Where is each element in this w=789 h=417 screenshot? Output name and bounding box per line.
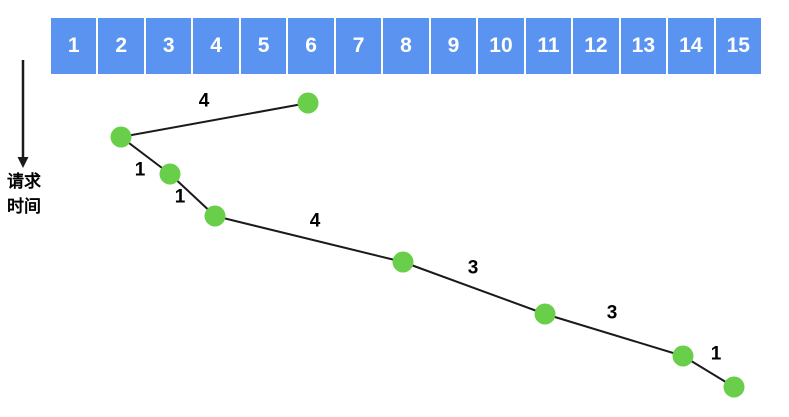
track-cell-6: 6 (288, 18, 334, 74)
track-cell-14: 14 (668, 18, 714, 74)
track-cell-4: 4 (193, 18, 239, 74)
seek-distance-label-1: 1 (135, 160, 146, 181)
request-dot-track-8 (392, 251, 414, 273)
request-dot-track-11 (534, 303, 556, 325)
track-cell-13: 13 (620, 18, 667, 74)
seek-distance-label-4: 3 (468, 258, 479, 279)
seek-line-4-to-8 (214, 215, 404, 263)
track-cell-12: 12 (573, 18, 619, 74)
track-cell-9: 9 (430, 18, 477, 74)
seek-distance-label-6: 1 (711, 344, 722, 365)
track-cell-1: 1 (51, 18, 97, 74)
track-cell-5: 5 (240, 18, 287, 74)
request-dot-track-6 (297, 92, 319, 114)
seek-line-8-to-11 (402, 261, 546, 315)
seek-distance-label-5: 3 (607, 303, 618, 324)
seek-distance-label-2: 1 (175, 187, 186, 208)
seek-distance-label-3: 4 (310, 211, 321, 232)
request-dot-track-2 (110, 126, 132, 148)
request-dot-track-14 (672, 345, 694, 367)
request-dot-track-15 (723, 376, 745, 398)
track-cell-3: 3 (145, 18, 192, 74)
time-axis-label-line1: 请求 (7, 172, 41, 191)
track-cell-11: 11 (525, 18, 572, 74)
request-dot-track-3 (159, 163, 181, 185)
track-cell-8: 8 (383, 18, 429, 74)
time-arrow-head (17, 157, 29, 168)
seek-line-11-to-14 (544, 313, 684, 357)
track-cell-15: 15 (715, 18, 762, 74)
time-axis-label: 请求 时间 (0, 169, 48, 219)
track-cell-2: 2 (98, 18, 144, 74)
track-cell-7: 7 (335, 18, 382, 74)
time-axis-label-line2: 时间 (7, 197, 41, 216)
seek-distance-label-0: 4 (199, 91, 210, 112)
request-dot-track-4 (204, 205, 226, 227)
track-cell-10: 10 (478, 18, 524, 74)
seek-line-6-to-2 (120, 102, 309, 138)
